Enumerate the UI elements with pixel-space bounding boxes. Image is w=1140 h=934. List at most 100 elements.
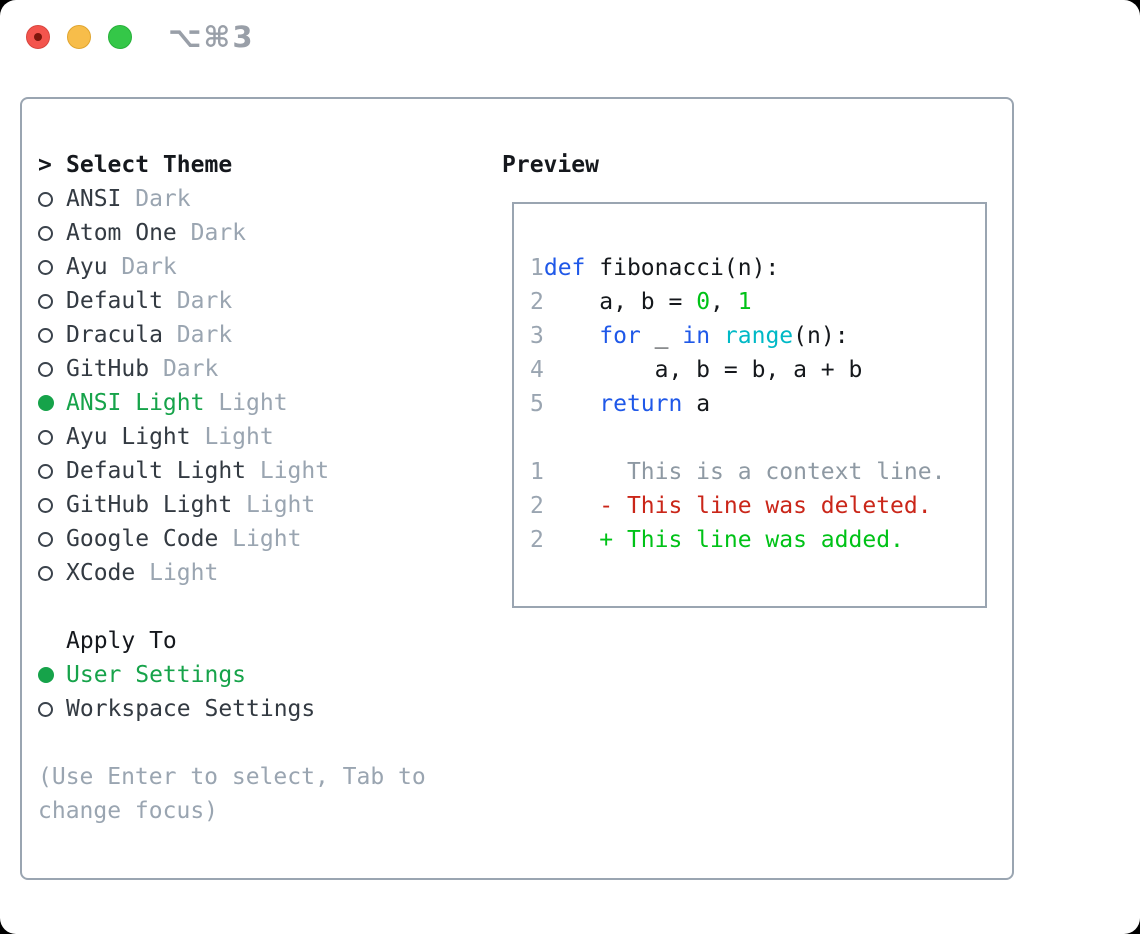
theme-option[interactable]: Atom One Dark (38, 216, 488, 250)
radio-icon (38, 497, 66, 513)
theme-option[interactable]: GitHub Light Light (38, 488, 488, 522)
diff-line: 2 - This line was deleted. (530, 489, 985, 523)
code-token: in (682, 323, 711, 349)
theme-option[interactable]: Default Light Light (38, 454, 488, 488)
line-number: 4 (530, 357, 544, 383)
diff-text: This is a context line. (543, 459, 946, 485)
theme-name: Ayu Light (66, 424, 191, 450)
theme-variant: Light (246, 458, 330, 484)
theme-variant: Dark (121, 186, 191, 212)
preview-title: Preview (502, 152, 599, 178)
radio-icon (38, 395, 66, 411)
theme-option[interactable]: GitHub Dark (38, 352, 488, 386)
radio-circle-icon (38, 259, 53, 275)
code-token: for (599, 323, 641, 349)
theme-variant: Light (218, 526, 302, 552)
code-line: 1 def fibonacci(n): (530, 251, 985, 285)
theme-variant: Dark (149, 356, 219, 382)
diff-preview: 1 This is a context line. 2 - This line w… (530, 455, 985, 557)
line-number: 2 (530, 527, 544, 553)
radio-circle-icon (38, 531, 53, 547)
spacer (38, 590, 488, 624)
traffic-lights (26, 25, 132, 49)
select-theme-header-row: > Select Theme (38, 148, 488, 182)
prompt-caret: > (38, 152, 52, 178)
theme-name: GitHub (66, 356, 150, 382)
theme-variant: Light (204, 390, 288, 416)
code-token: return (599, 391, 683, 417)
radio-icon (38, 429, 66, 445)
preview-column: Preview 1 def fibonacci(n):2 a, b = 0, 1… (502, 148, 987, 608)
theme-option[interactable]: ANSI Dark (38, 182, 488, 216)
apply-option-label: Workspace Settings (66, 696, 316, 722)
code-token: 1 (737, 289, 752, 315)
theme-variant: Dark (176, 220, 247, 246)
code-token (544, 323, 599, 349)
diff-text: - This line was deleted. (543, 493, 932, 519)
select-theme-title: Select Theme (66, 152, 233, 178)
theme-variant: Dark (162, 322, 233, 348)
code-token: a (682, 391, 711, 417)
radio-circle-icon (38, 327, 53, 343)
apply-to-title: Apply To (66, 628, 177, 654)
radio-circle-icon (38, 463, 53, 479)
zoom-button[interactable] (108, 25, 132, 49)
radio-icon (38, 259, 66, 275)
code-token (710, 323, 724, 349)
radio-circle-icon (38, 497, 53, 513)
theme-option[interactable]: Default Dark (38, 284, 488, 318)
radio-icon (38, 565, 66, 581)
radio-circle-icon (38, 361, 53, 377)
close-button[interactable] (26, 25, 50, 49)
radio-circle-icon (38, 395, 54, 411)
theme-variant: Light (232, 492, 316, 518)
radio-icon (38, 463, 66, 479)
titlebar: ⌥⌘3 (0, 0, 1140, 74)
code-token (544, 391, 599, 417)
code-line: 2 a, b = 0, 1 (530, 285, 985, 319)
theme-option[interactable]: ANSI Light Light (38, 386, 488, 420)
code-token: fibonacci(n): (585, 255, 780, 281)
theme-variant: Dark (107, 254, 177, 280)
radio-icon (38, 191, 66, 207)
code-token: range (723, 323, 794, 349)
theme-variant: Light (135, 560, 219, 586)
theme-variant: Light (190, 424, 274, 450)
apply-option[interactable]: Workspace Settings (38, 692, 488, 726)
theme-option[interactable]: Ayu Light Light (38, 420, 488, 454)
radio-circle-icon (38, 701, 53, 717)
radio-icon (38, 361, 66, 377)
radio-icon (38, 701, 66, 717)
radio-icon (38, 293, 66, 309)
code-token: a, b = b, a + b (543, 357, 863, 383)
radio-circle-icon (38, 191, 53, 207)
spacer (38, 726, 488, 760)
code-token: a, b = (543, 289, 697, 315)
code-token: , (710, 289, 738, 315)
radio-icon (38, 327, 66, 343)
radio-circle-icon (38, 429, 53, 445)
theme-variant: Dark (162, 288, 233, 314)
theme-option[interactable]: Google Code Light (38, 522, 488, 556)
code-line: 4 a, b = b, a + b (530, 353, 985, 387)
theme-name: Google Code (66, 526, 219, 552)
theme-option[interactable]: XCode Light (38, 556, 488, 590)
theme-option[interactable]: Ayu Dark (38, 250, 488, 284)
line-number: 1 (530, 459, 544, 485)
apply-option[interactable]: User Settings (38, 658, 488, 692)
apply-to-header-row: Apply To (38, 624, 488, 658)
radio-circle-icon (38, 667, 54, 683)
line-number: 2 (530, 493, 544, 519)
code-token: def (543, 255, 586, 281)
minimize-button[interactable] (67, 25, 91, 49)
theme-name: ANSI (66, 186, 122, 212)
diff-text: + This line was added. (543, 527, 904, 553)
keyboard-shortcut-label: ⌥⌘3 (168, 20, 255, 54)
theme-option[interactable]: Dracula Dark (38, 318, 488, 352)
radio-circle-icon (38, 225, 53, 241)
theme-name: Atom One (66, 220, 177, 246)
